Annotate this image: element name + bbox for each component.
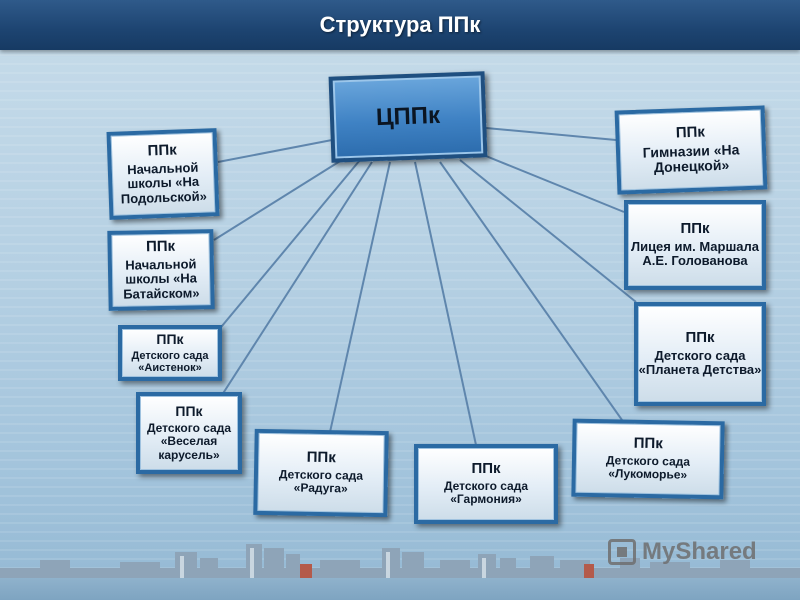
node-gimnazia: ППк Гимназии «На Донецкой» xyxy=(614,105,768,195)
link-lukomorye xyxy=(439,161,623,421)
node-title: ППк xyxy=(147,141,177,160)
link-garmoniya xyxy=(414,161,477,446)
node-planeta: ППк Детского сада «Планета Детства» xyxy=(634,302,766,406)
node-text: Детского сада «Аистенок» xyxy=(131,349,209,374)
node-text: Начальной школы «На Батайском» xyxy=(123,255,200,302)
node-podolskaya: ППк Начальной школы «На Подольской» xyxy=(106,128,220,220)
page-title: Структура ППк xyxy=(319,12,481,37)
node-text: Лицея им. Маршала А.Е. Голованова xyxy=(630,238,760,269)
link-gimnazia xyxy=(485,127,617,141)
title-bar: Структура ППк xyxy=(0,0,800,50)
node-bataysky: ППк Начальной школы «На Батайском» xyxy=(107,229,215,311)
node-text: Гимназии «На Донецкой» xyxy=(642,141,740,176)
myshared-logo-icon xyxy=(608,539,636,565)
node-title: ППк xyxy=(680,220,710,238)
node-veselaya: ППк Детского сада «Веселая карусель» xyxy=(136,392,242,474)
link-raduga xyxy=(329,161,391,433)
link-podolskaya xyxy=(217,139,333,163)
node-title: ППк xyxy=(306,448,336,467)
node-title: ППк xyxy=(156,330,184,347)
link-aistenok xyxy=(211,159,361,339)
node-text: Детского сада «Планета Детства» xyxy=(638,347,762,378)
node-title: ППк xyxy=(685,329,715,347)
node-garmoniya: ППк Детского сада «Гармония» xyxy=(414,444,558,524)
link-bataysky xyxy=(213,157,346,241)
watermark-text: MyShared xyxy=(642,538,757,565)
watermark: MyShared xyxy=(608,538,757,566)
city-skyline-image xyxy=(0,544,800,580)
node-litsey: ППк Лицея им. Маршала А.Е. Голованова xyxy=(624,200,766,290)
node-aistenok: ППк Детского сада «Аистенок» xyxy=(118,325,222,381)
node-text: Начальной школы «На Подольской» xyxy=(120,159,208,207)
link-litsey xyxy=(475,151,625,213)
node-title: ППк xyxy=(145,237,176,256)
node-title: ППк xyxy=(675,123,706,142)
node-text: Детского сада «Радуга» xyxy=(278,467,364,496)
link-planeta xyxy=(459,159,637,303)
node-text: Детского сада «Гармония» xyxy=(443,478,529,507)
node-lukomorye: ППк Детского сада «Лукоморье» xyxy=(571,418,725,500)
node-text: Детского сада «Лукоморье» xyxy=(605,453,691,483)
node-title: ППк xyxy=(471,460,501,478)
node-raduga: ППк Детского сада «Радуга» xyxy=(253,428,389,518)
link-veselaya xyxy=(221,161,373,396)
river-water xyxy=(0,578,800,600)
node-title: ППк xyxy=(175,403,203,419)
center-node: ЦППк xyxy=(328,71,488,163)
node-title: ППк xyxy=(633,434,663,453)
center-label: ЦППк xyxy=(375,101,441,132)
node-text: Детского сада «Веселая карусель» xyxy=(146,420,232,462)
